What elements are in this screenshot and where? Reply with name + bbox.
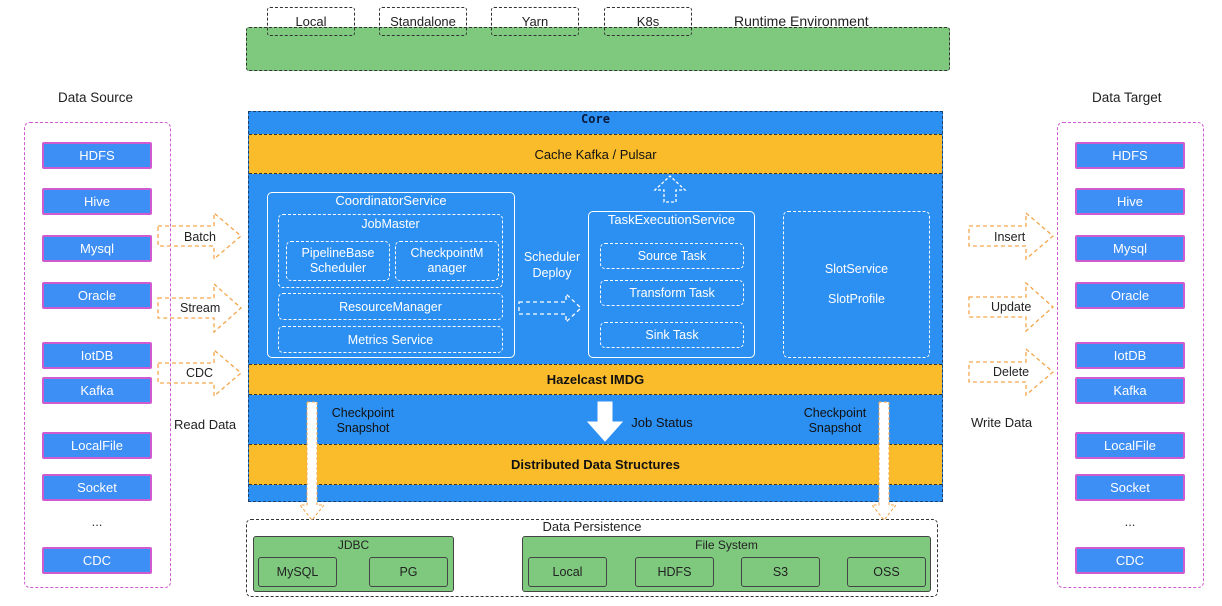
source-item: HDFS: [42, 142, 152, 169]
checkpoint-left-arrow: [298, 401, 326, 521]
job-status-arrow: [586, 401, 624, 442]
scheduler-deploy-line1: Scheduler: [523, 250, 581, 264]
slot-service-label: SlotService: [824, 262, 889, 276]
job-status-label: Job Status: [631, 415, 693, 430]
source-item: CDC: [42, 547, 152, 574]
scheduler-deploy-arrow: [518, 292, 582, 324]
jdbc-pg: PG: [369, 557, 448, 587]
source-item: Oracle: [42, 282, 152, 309]
insert-arrow: [968, 211, 1055, 261]
checkpoint-left-line1: Checkpoint: [331, 406, 395, 420]
target-item: Oracle: [1075, 282, 1185, 309]
source-task-box: Source Task: [600, 243, 744, 269]
fs-oss: OSS: [847, 557, 926, 587]
checkpoint-manager-line2: anager: [427, 261, 467, 275]
file-system-title: File System: [695, 538, 758, 552]
runtime-k8s: K8s: [604, 7, 692, 36]
resource-manager-box: ResourceManager: [278, 293, 503, 320]
task-execution-service-box: [588, 211, 755, 358]
coordinator-service-title: CoordinatorService: [335, 193, 447, 208]
slot-service-box: [783, 211, 930, 358]
pipeline-scheduler-line2: Scheduler: [309, 261, 367, 275]
data-persistence-panel: [246, 519, 938, 597]
up-arrow-to-cache: [653, 175, 687, 203]
checkpoint-right-line2: Snapshot: [808, 421, 862, 435]
update-label: Update: [991, 300, 1032, 314]
cache-band: Cache Kafka / Pulsar: [249, 134, 942, 174]
source-item: Hive: [42, 188, 152, 215]
checkpoint-manager-box: [395, 241, 499, 281]
checkpoint-manager-line1: CheckpointM: [410, 246, 484, 260]
jobmaster-box: [278, 214, 503, 288]
metrics-service-box: Metrics Service: [278, 326, 503, 353]
source-ellipsis: ...: [91, 514, 103, 529]
cdc-label: CDC: [186, 366, 214, 380]
target-item: IotDB: [1075, 342, 1185, 369]
target-item: HDFS: [1075, 142, 1185, 169]
source-item: LocalFile: [42, 432, 152, 459]
update-arrow: [968, 281, 1054, 333]
read-data-label: Read Data: [174, 417, 237, 432]
jdbc-box: [253, 536, 454, 592]
checkpoint-right-arrow: [870, 401, 898, 521]
target-item: Kafka: [1075, 377, 1185, 404]
source-item: IotDB: [42, 342, 152, 369]
data-target-panel: [1057, 122, 1204, 588]
target-item: LocalFile: [1075, 432, 1185, 459]
jobmaster-title: JobMaster: [361, 217, 420, 231]
transform-task-box: Transform Task: [600, 280, 744, 306]
insert-label: Insert: [994, 230, 1026, 244]
core-panel: [248, 111, 943, 502]
data-source-panel: [24, 122, 171, 588]
stream-arrow: [157, 282, 242, 334]
data-target-title: Data Target: [1092, 90, 1162, 105]
hazelcast-band: Hazelcast IMDG: [249, 364, 942, 395]
target-ellipsis: ...: [1124, 514, 1136, 529]
runtime-standalone: Standalone: [379, 7, 467, 36]
pipeline-scheduler-box: [286, 241, 390, 281]
cdc-arrow: [157, 348, 243, 398]
runtime-environment-panel: [246, 27, 950, 71]
scheduler-deploy-line2: Deploy: [532, 266, 572, 280]
target-item: Hive: [1075, 188, 1185, 215]
target-item: CDC: [1075, 547, 1185, 574]
checkpoint-left-line2: Snapshot: [336, 421, 390, 435]
pipeline-scheduler-line1: PipelineBase: [301, 246, 375, 260]
slot-profile-label: SlotProfile: [828, 292, 885, 306]
source-item: Kafka: [42, 377, 152, 404]
runtime-label: Runtime Environment: [734, 13, 869, 29]
target-item: Socket: [1075, 474, 1185, 501]
file-system-box: [522, 536, 931, 592]
fs-s3: S3: [741, 557, 820, 587]
source-item: Socket: [42, 474, 152, 501]
jdbc-title: JDBC: [337, 538, 370, 552]
source-item: Mysql: [42, 235, 152, 262]
runtime-yarn: Yarn: [491, 7, 579, 36]
write-data-label: Write Data: [971, 415, 1033, 430]
target-item: Mysql: [1075, 235, 1185, 262]
sink-task-box: Sink Task: [600, 322, 744, 348]
delete-label: Delete: [993, 365, 1030, 379]
batch-label: Batch: [184, 230, 216, 244]
jdbc-mysql: MySQL: [258, 557, 337, 587]
data-source-title: Data Source: [58, 90, 134, 105]
task-execution-service-title: TaskExecutionService: [607, 212, 736, 227]
stream-label: Stream: [180, 301, 221, 315]
distributed-band: Distributed Data Structures: [249, 444, 942, 485]
batch-arrow: [157, 211, 243, 261]
coordinator-service-box: [267, 192, 515, 358]
data-persistence-title: Data Persistence: [542, 519, 642, 534]
core-title: Core: [581, 112, 610, 126]
delete-arrow: [968, 347, 1055, 397]
fs-local: Local: [528, 557, 607, 587]
runtime-local: Local: [267, 7, 355, 36]
checkpoint-right-line1: Checkpoint: [803, 406, 867, 420]
fs-hdfs: HDFS: [635, 557, 714, 587]
